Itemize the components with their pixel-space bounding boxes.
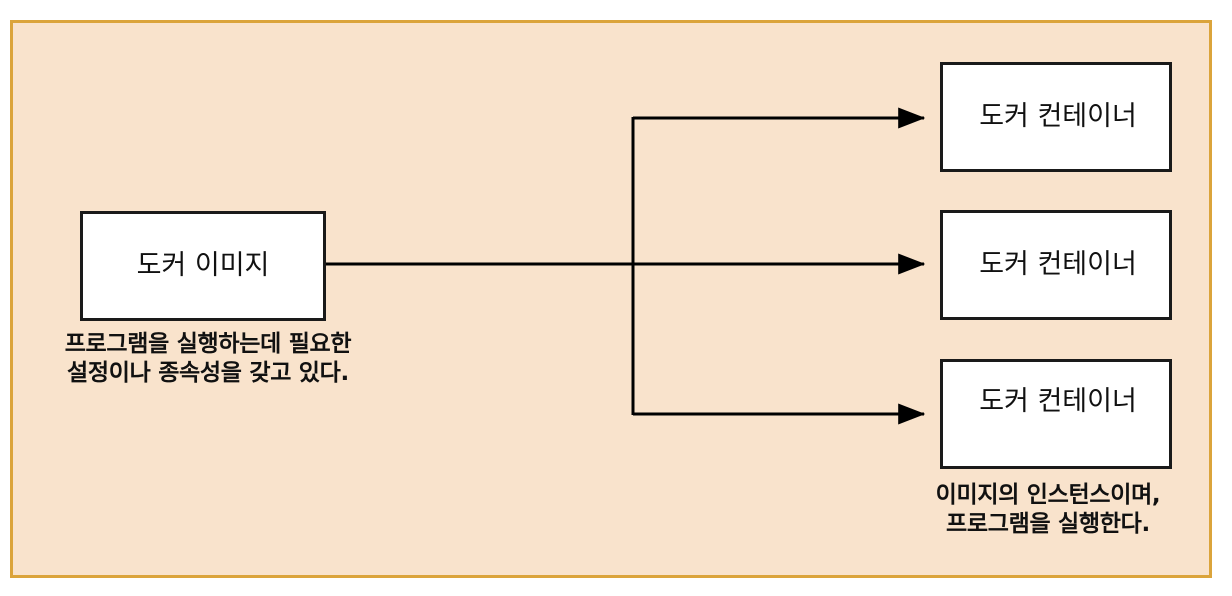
node-docker-image: 도커 이미지 [80, 211, 326, 321]
node-docker-container-2-label: 도커 컨테이너 [979, 249, 1137, 281]
node-docker-image-label: 도커 이미지 [136, 250, 270, 282]
node-docker-container-1: 도커 컨테이너 [940, 62, 1172, 172]
caption-docker-image: 프로그램을 실행하는데 필요한 설정이나 종속성을 갖고 있다. [64, 331, 352, 387]
node-docker-container-1-label: 도커 컨테이너 [979, 101, 1137, 133]
node-docker-container-2: 도커 컨테이너 [940, 210, 1172, 320]
node-docker-container-3: 도커 컨테이너 [940, 359, 1172, 469]
caption-docker-container: 이미지의 인스턴스이며, 프로그램을 실행한다. [935, 482, 1161, 538]
node-docker-container-3-label: 도커 컨테이너 [979, 386, 1137, 418]
